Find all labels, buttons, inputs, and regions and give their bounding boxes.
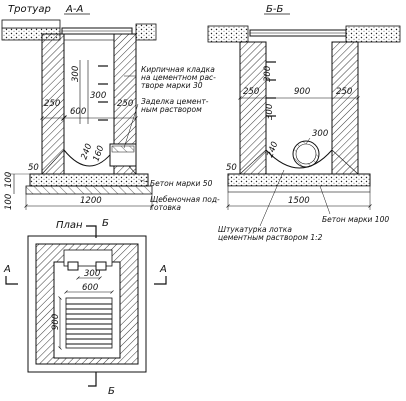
section-bb-title: Б-Б [266, 4, 283, 15]
note-concrete-50: Бетон марки 50 [150, 179, 213, 188]
bb-dim-250-right: 250 [336, 87, 352, 97]
note-gravel-1: Щебеночная под- [150, 195, 220, 204]
sidewalk-label: Тротуар [8, 4, 51, 15]
wall-left-bb [239, 41, 267, 175]
plan-dim-300: 300 [84, 269, 100, 279]
note-seal-2: ным раствором [141, 105, 202, 114]
bb-dim-300-pipe: 300 [312, 129, 328, 139]
note-masonry-1: Кирпичная кладка [141, 65, 215, 74]
plan-mark-a-left: А [3, 264, 11, 275]
bb-dim-50: 50 [226, 163, 237, 173]
concrete-base-bb [227, 173, 371, 187]
plan-title: План [56, 220, 83, 231]
plan-grate-bars [66, 303, 112, 345]
note-gravel-2: готовка [150, 203, 181, 212]
note-plaster-1: Штукатурка лотка [218, 225, 292, 234]
note-seal-1: Заделка цемент- [141, 97, 209, 106]
note-concrete-100: Бетон марки 100 [322, 215, 389, 224]
aa-dim-300-top: 300 [71, 66, 81, 82]
bb-dim-300-top: 300 [263, 66, 273, 82]
aa-dim-50: 50 [28, 163, 39, 173]
aa-dim-100-b: 100 [4, 194, 14, 210]
bb-dim-900: 900 [294, 87, 310, 97]
wall-right-bb [331, 41, 359, 175]
aa-dim-250-left: 250 [44, 99, 60, 109]
aa-dim-250-right: 250 [117, 99, 133, 109]
aa-dim-100-a: 100 [4, 172, 14, 188]
aa-dim-300-mid: 300 [90, 91, 106, 101]
plan-outline [27, 235, 147, 373]
concrete-base-aa [29, 173, 149, 187]
note-masonry-2: на цементном рас- [141, 73, 216, 82]
bb-dim-300-mid: 300 [265, 104, 275, 120]
section-aa-title: А-А [65, 4, 83, 15]
plan-mark-b-bottom: Б [108, 386, 115, 397]
plan-dim-600: 600 [82, 283, 98, 293]
section-aa: Тротуар А-А [1, 4, 220, 212]
bb-dim-240: 240 [265, 140, 280, 159]
step-rungs-aa [98, 65, 108, 121]
bb-dim-250-left: 250 [243, 87, 259, 97]
plan-mark-a-right: А [159, 264, 167, 275]
plan-view: План Б Б А А [3, 218, 167, 397]
plan-mark-b-top: Б [102, 218, 109, 229]
note-plaster-2: цементным раствором 1:2 [218, 233, 323, 242]
aa-dim-1200: 1200 [80, 196, 102, 206]
plan-dim-900: 900 [51, 314, 61, 330]
note-masonry-3: творе марки 30 [141, 81, 203, 90]
bb-dim-1500: 1500 [288, 196, 310, 206]
section-bb: Б-Б 300 300 250 900 250 [207, 4, 401, 242]
gravel-base-aa [25, 185, 153, 195]
aa-dim-600: 600 [70, 107, 86, 117]
